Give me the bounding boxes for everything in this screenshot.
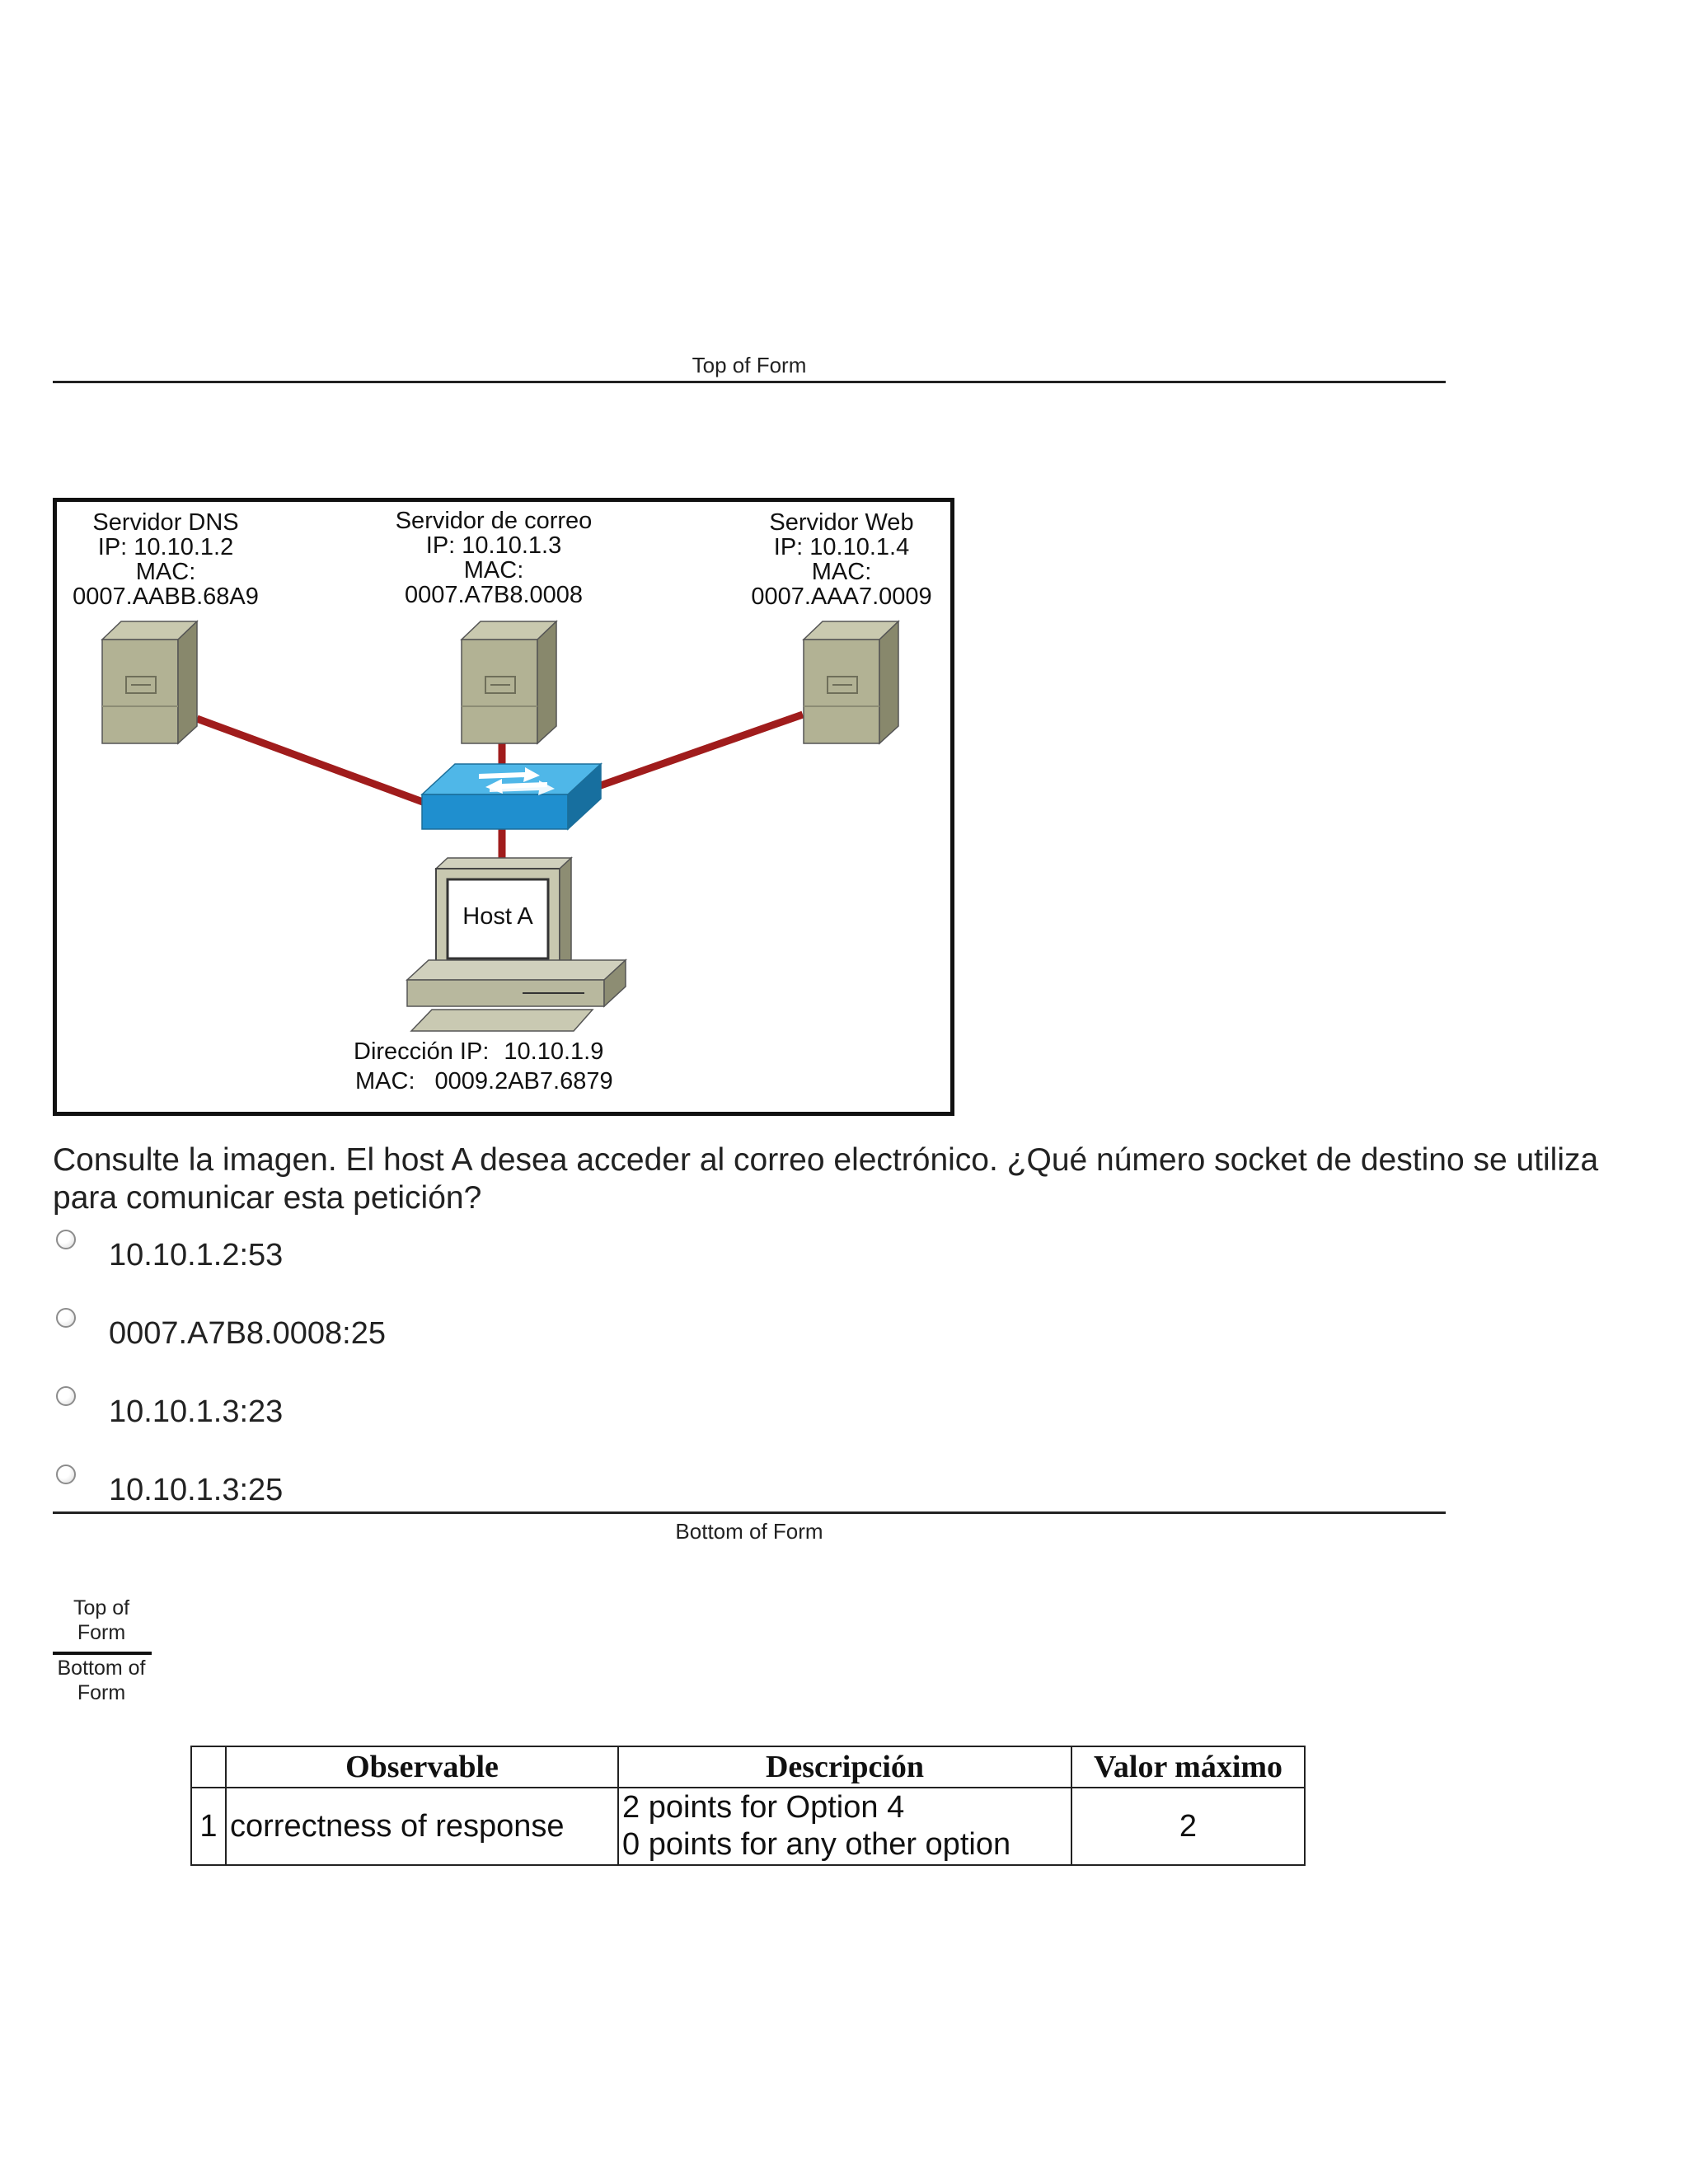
mini-bottom-line-1: Bottom of bbox=[57, 1657, 146, 1680]
rubric-header-number bbox=[190, 1746, 227, 1788]
option-label: 0007.A7B8.0008:25 bbox=[109, 1316, 386, 1351]
dns-server-label: Servidor DNS IP: 10.10.1.2 MAC: 0007.AAB… bbox=[57, 510, 274, 609]
web-server-mac: 0007.AAA7.0009 bbox=[751, 583, 932, 610]
web-server-icon bbox=[802, 620, 900, 745]
dns-server-icon bbox=[101, 620, 199, 745]
network-diagram-drawing bbox=[101, 620, 900, 1032]
bottom-of-form-divider bbox=[53, 1511, 1446, 1514]
mail-server-icon bbox=[460, 620, 558, 745]
rubric-row-number: 1 bbox=[190, 1787, 227, 1866]
option-label: 10.10.1.3:23 bbox=[109, 1394, 284, 1429]
dns-server-name: Servidor DNS bbox=[92, 509, 239, 536]
host-a-address-label: Dirección IP: 10.10.1.9 MAC: 0009.2AB7.687… bbox=[354, 1039, 667, 1094]
top-of-form-divider bbox=[53, 381, 1446, 383]
mail-server-label: Servidor de correo IP: 10.10.1.3 MAC: 00… bbox=[370, 509, 617, 607]
host-a-screen-label: Host A bbox=[462, 903, 533, 930]
network-diagram: Servidor DNS IP: 10.10.1.2 MAC: 0007.AAB… bbox=[53, 498, 954, 1116]
mail-server-mac-label: MAC: bbox=[463, 557, 524, 583]
table-row: 1 correctness of response 2 points for O… bbox=[190, 1787, 1306, 1866]
mini-form-divider bbox=[53, 1652, 152, 1655]
rubric-table: Observable Descripción Valor máximo 1 co… bbox=[190, 1746, 1306, 1866]
host-a-mac-label: MAC: bbox=[355, 1068, 415, 1094]
rubric-description-line-2: 0 points for any other option bbox=[622, 1827, 1011, 1862]
mini-top-of-form-label: Top of Form bbox=[49, 1596, 153, 1645]
rubric-max-value: 2 bbox=[1071, 1787, 1306, 1866]
radio-button[interactable] bbox=[56, 1465, 76, 1484]
radio-button[interactable] bbox=[56, 1308, 76, 1328]
mini-top-line-1: Top of bbox=[73, 1596, 130, 1619]
mini-bottom-line-2: Form bbox=[77, 1681, 126, 1704]
dns-server-mac: 0007.AABB.68A9 bbox=[73, 583, 259, 610]
cable-web-switch bbox=[566, 710, 804, 801]
dns-server-ip: IP: 10.10.1.2 bbox=[97, 534, 234, 560]
rubric-header-max-value: Valor máximo bbox=[1071, 1746, 1306, 1788]
host-a-computer-icon bbox=[406, 856, 627, 1032]
radio-button[interactable] bbox=[56, 1386, 76, 1406]
rubric-header-row: Observable Descripción Valor máximo bbox=[190, 1746, 1306, 1788]
host-a-ip: 10.10.1.9 bbox=[504, 1038, 604, 1065]
question-text: Consulte la imagen. El host A desea acce… bbox=[53, 1142, 1599, 1216]
web-server-label: Servidor Web IP: 10.10.1.4 MAC: 0007.AAA… bbox=[733, 510, 950, 609]
host-a-ip-label: Dirección IP: bbox=[354, 1038, 490, 1065]
host-a-mac: 0009.2AB7.6879 bbox=[434, 1068, 613, 1094]
mail-server-mac: 0007.A7B8.0008 bbox=[404, 582, 584, 608]
web-server-ip: IP: 10.10.1.4 bbox=[773, 534, 910, 560]
rubric-header-observable: Observable bbox=[225, 1746, 619, 1788]
answer-option-4[interactable]: 10.10.1.3:25 bbox=[53, 1463, 877, 1541]
top-of-form-label: Top of Form bbox=[692, 353, 807, 377]
mail-server-ip: IP: 10.10.1.3 bbox=[425, 532, 562, 559]
rubric-description-line-1: 2 points for Option 4 bbox=[622, 1790, 905, 1825]
rubric-description: 2 points for Option 4 0 points for any o… bbox=[617, 1787, 1072, 1866]
web-server-name: Servidor Web bbox=[769, 509, 914, 536]
answer-option-1[interactable]: 10.10.1.2:53 bbox=[53, 1228, 877, 1306]
switch-icon bbox=[420, 762, 603, 831]
option-label: 10.10.1.2:53 bbox=[109, 1238, 284, 1272]
rubric-header-description: Descripción bbox=[617, 1746, 1072, 1788]
radio-button[interactable] bbox=[56, 1230, 76, 1249]
answer-option-2[interactable]: 0007.A7B8.0008:25 bbox=[53, 1306, 877, 1385]
bottom-of-form-label: Bottom of Form bbox=[675, 1519, 823, 1544]
cable-dns-switch bbox=[195, 715, 431, 808]
mini-top-line-2: Form bbox=[77, 1621, 126, 1644]
mini-bottom-of-form-label: Bottom of Form bbox=[49, 1656, 153, 1705]
host-a-mac-row: MAC: 0009.2AB7.6879 bbox=[354, 1069, 667, 1094]
rubric-observable: correctness of response bbox=[225, 1787, 619, 1866]
dns-server-mac-label: MAC: bbox=[135, 559, 196, 585]
mail-server-name: Servidor de correo bbox=[395, 508, 593, 534]
answer-options: 10.10.1.2:53 0007.A7B8.0008:25 10.10.1.3… bbox=[53, 1228, 877, 1541]
web-server-mac-label: MAC: bbox=[811, 559, 872, 585]
host-a-ip-row: Dirección IP: 10.10.1.9 bbox=[354, 1039, 667, 1064]
answer-option-3[interactable]: 10.10.1.3:23 bbox=[53, 1385, 877, 1463]
option-label: 10.10.1.3:25 bbox=[109, 1473, 284, 1507]
